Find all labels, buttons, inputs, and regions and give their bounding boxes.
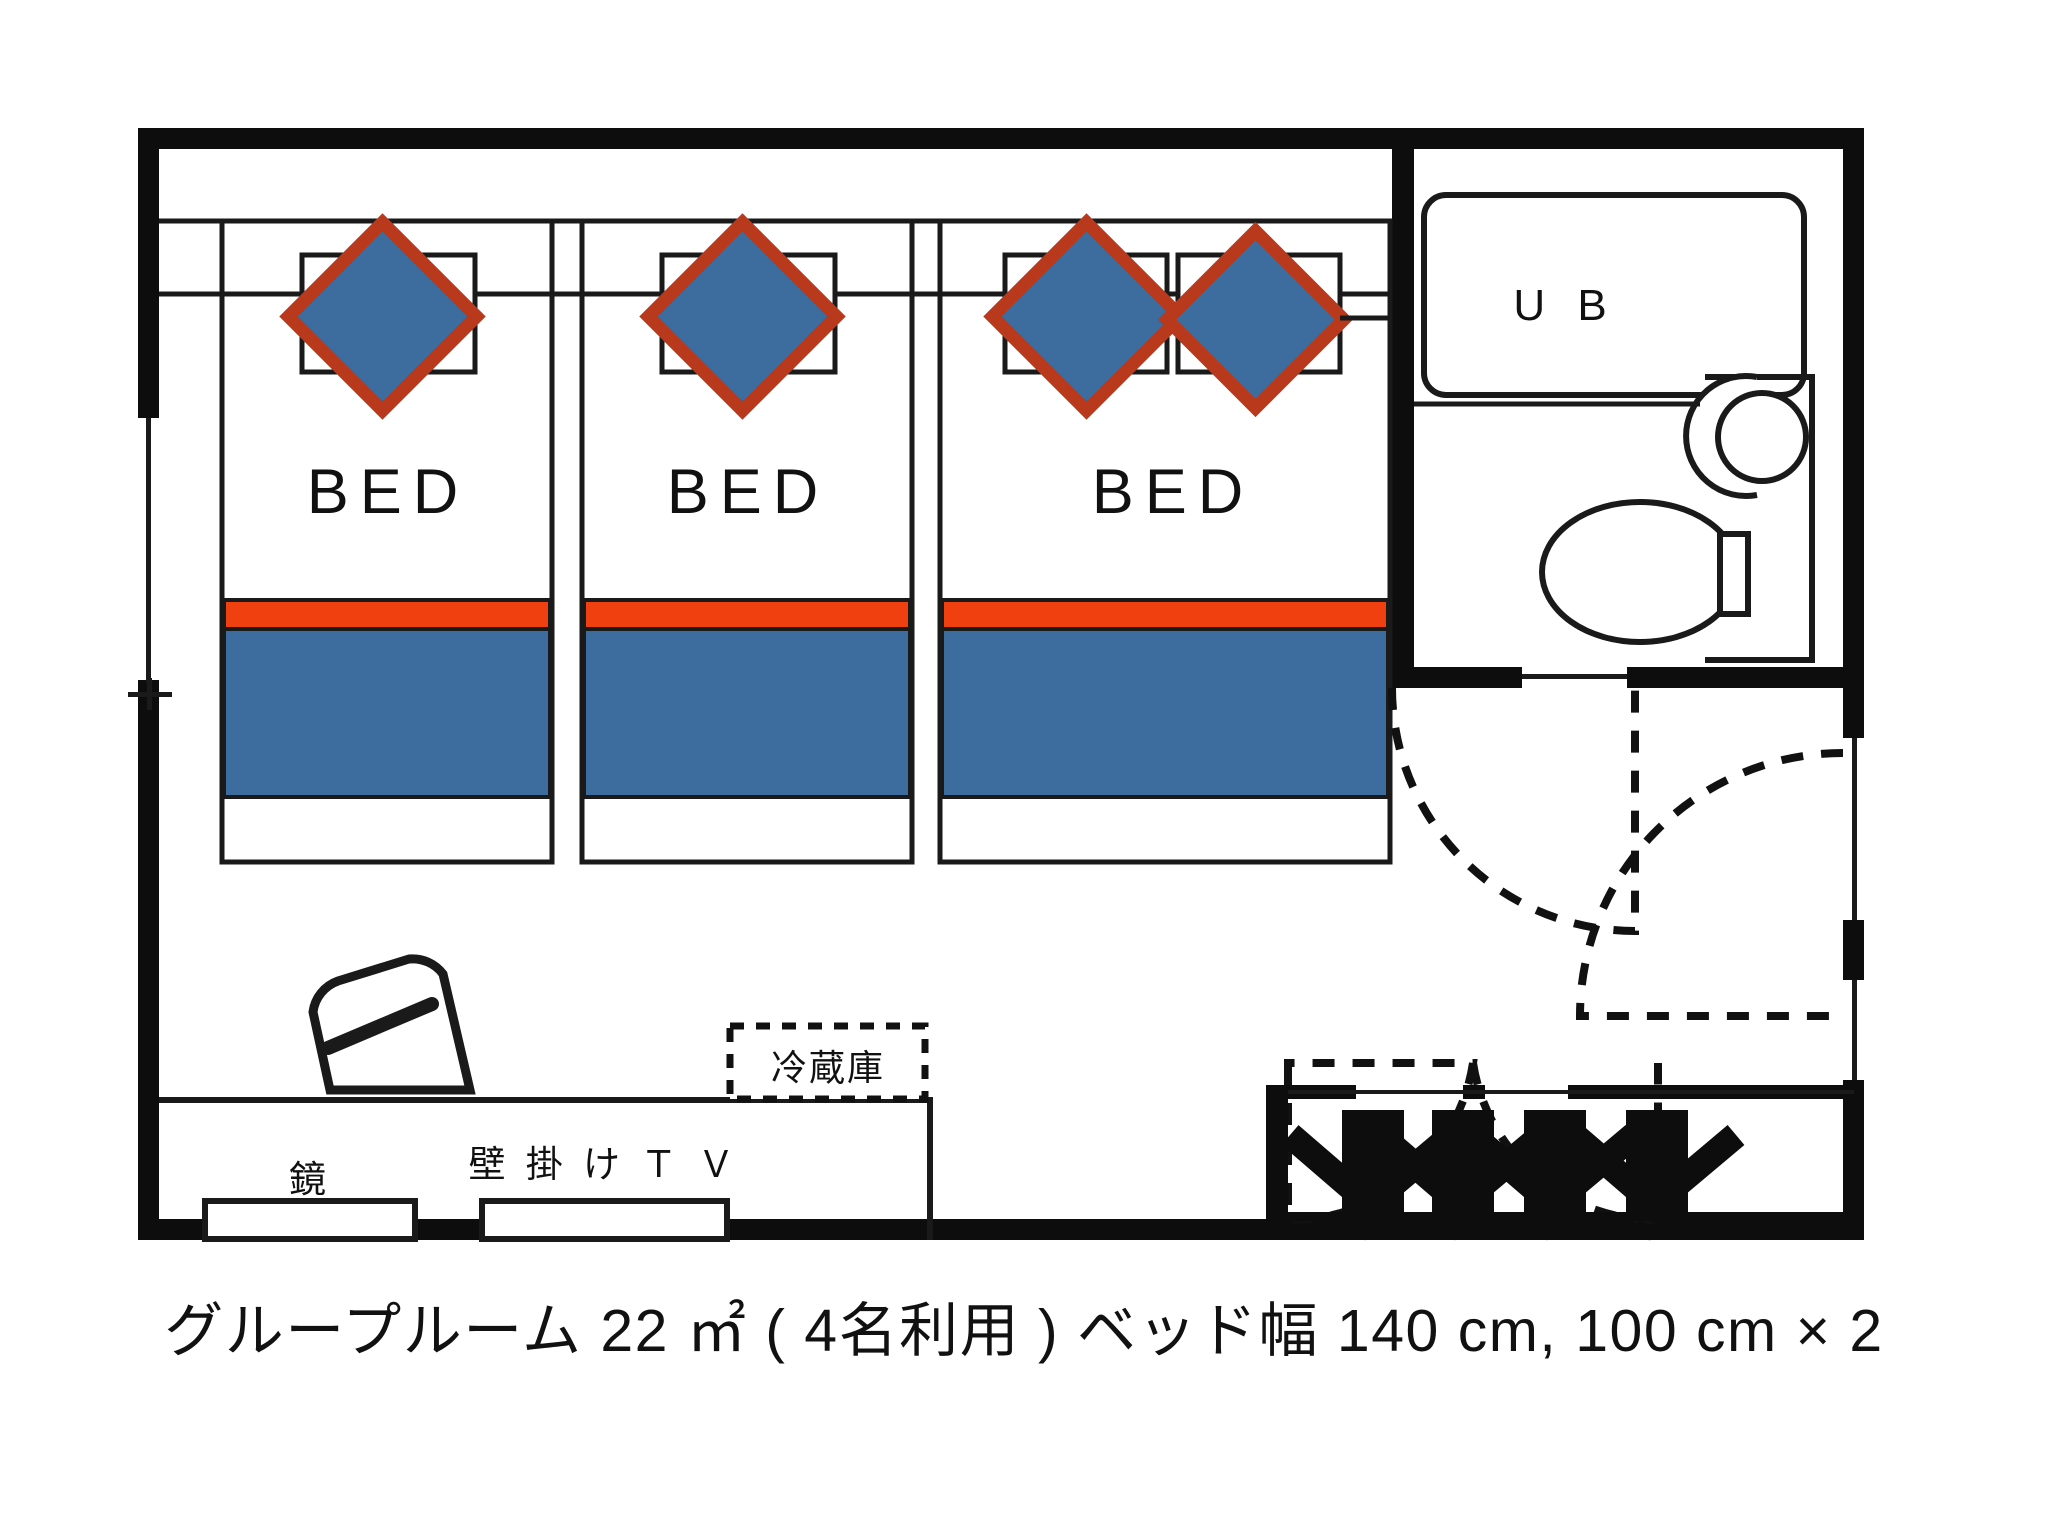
bed-right-label: BED	[1092, 457, 1255, 527]
closet-wall-left	[1266, 1085, 1288, 1220]
unit-bath-room: U B	[1392, 128, 1864, 688]
bed-right-accent-stripe	[940, 598, 1390, 631]
wall-tv-label: 壁 掛 け Ｔ Ｖ	[468, 1144, 739, 1185]
left-wall-window	[146, 418, 151, 682]
desk-area: 鏡 壁 掛 け Ｔ Ｖ 冷蔵庫	[159, 1022, 933, 1242]
wall-left-upper	[138, 128, 159, 418]
vanity-counter	[1705, 374, 1815, 663]
hanger-4	[1565, 1110, 1745, 1241]
entry-door-opening-line	[1852, 738, 1857, 920]
mirror-panel	[202, 1198, 418, 1242]
hanger-4-hook	[1636, 1203, 1662, 1241]
tv-panel	[479, 1198, 730, 1242]
wall-right-door-jamb	[1843, 920, 1864, 980]
bed-right-blanket	[940, 627, 1390, 799]
toilet-bowl	[1539, 499, 1741, 645]
bed-group: BED BED BED	[159, 213, 1393, 865]
armchair-backrest	[321, 997, 439, 1055]
unit-bath-label: U B	[1513, 281, 1616, 330]
bed-left-blanket	[222, 627, 552, 799]
bath-door-swing	[1388, 687, 1639, 936]
bath-door-opening-line	[1522, 674, 1627, 679]
wall-left-lower	[138, 680, 159, 1240]
sink-bowl	[1715, 390, 1809, 484]
bed-left-pillow	[279, 213, 486, 420]
hanger-1-hook	[1352, 1203, 1378, 1241]
right-wall-thin-lower	[1852, 980, 1857, 1080]
bed-middle-accent-stripe	[582, 598, 912, 631]
wall-right-lower	[1843, 1080, 1864, 1240]
bed-middle-label: BED	[667, 457, 830, 527]
closet	[1266, 1085, 1864, 1241]
desk-counter	[159, 1097, 933, 1240]
bed-right-pillow-a	[983, 213, 1190, 420]
entry-door-swing	[1575, 749, 1844, 1020]
bed-middle-blanket	[582, 627, 912, 799]
wall-bath-bottom-right	[1627, 667, 1864, 688]
bed-left: BED	[219, 213, 555, 865]
wall-right-upper	[1843, 128, 1864, 688]
bed-left-label: BED	[307, 457, 470, 527]
window-tick-vertical	[147, 678, 152, 710]
plan-caption: グループルーム 22 ㎡ ( 4名利用 ) ベッド幅 140 cm, 100 c…	[164, 1298, 1884, 1364]
wall-bath-bottom-left	[1392, 667, 1522, 688]
bathtub	[1421, 192, 1807, 398]
refrigerator-label: 冷蔵庫	[771, 1047, 885, 1088]
bed-left-accent-stripe	[222, 598, 552, 631]
bed-middle-pillow	[639, 213, 846, 420]
armchair	[308, 954, 476, 1095]
refrigerator-box	[726, 1022, 929, 1103]
wall-right-middle	[1843, 688, 1864, 738]
hanger-3-hook	[1534, 1203, 1560, 1241]
bed-middle: BED	[579, 213, 915, 865]
bed-right-pillow-b	[1157, 221, 1354, 418]
hanger-group	[1281, 1110, 1745, 1241]
toilet-tank	[1717, 531, 1751, 617]
mirror-label: 鏡	[289, 1159, 331, 1200]
wall-top	[138, 128, 1864, 149]
bed-right: BED	[937, 213, 1393, 865]
wall-bath-left	[1392, 128, 1414, 688]
hanger-2-hook	[1442, 1203, 1468, 1241]
